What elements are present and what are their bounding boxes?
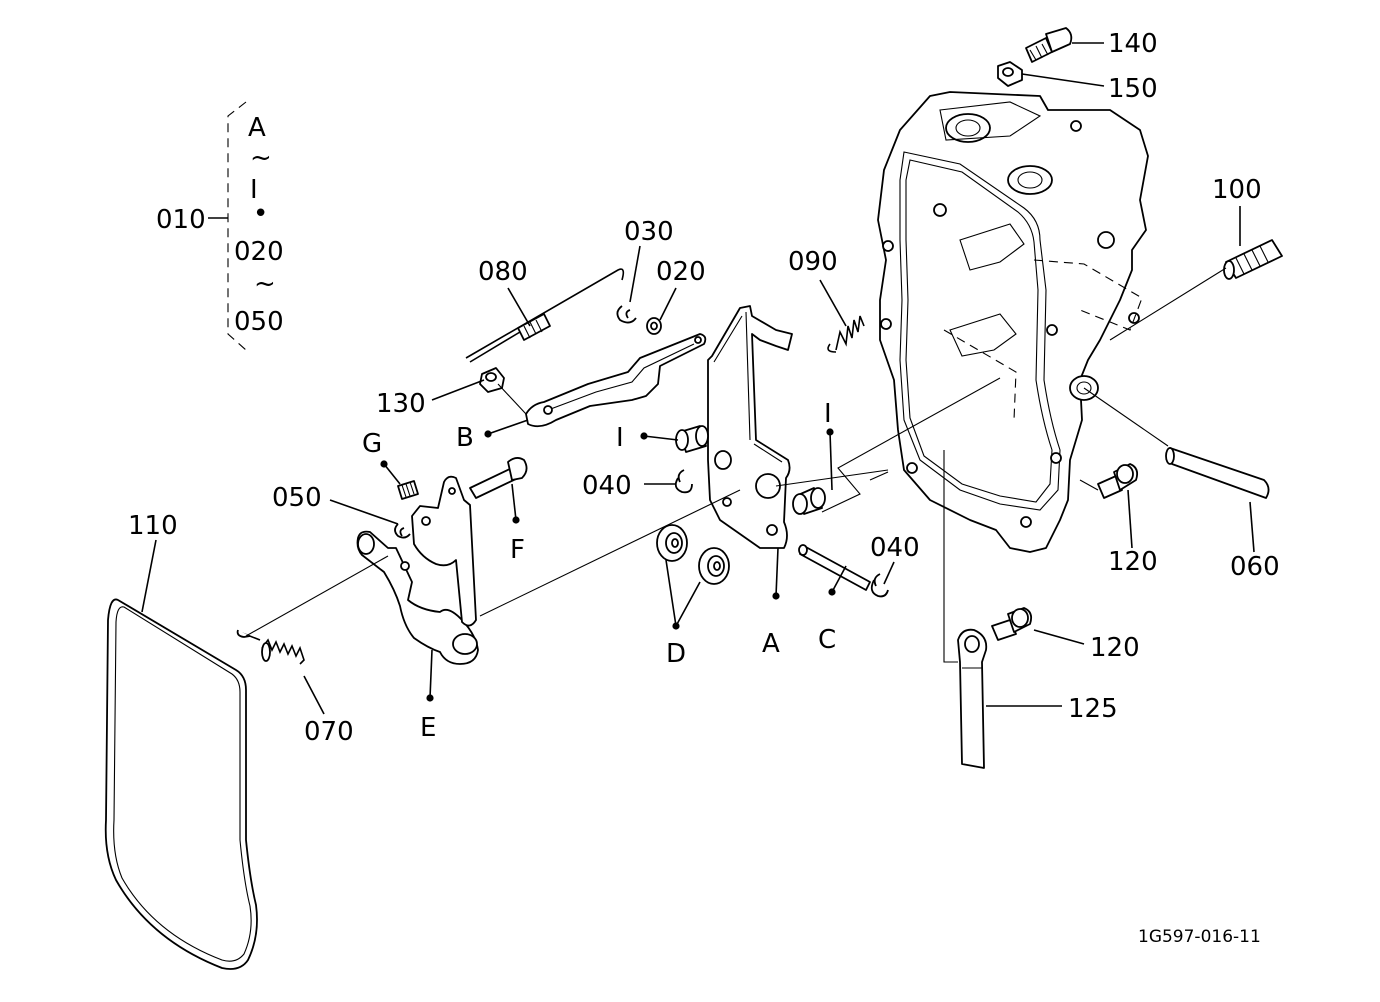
lever-a (707, 305, 793, 549)
label-e: E (420, 713, 436, 743)
bracket-line-a: A (248, 113, 266, 143)
gasket-110 (104, 598, 258, 970)
clip-030 (616, 305, 637, 324)
label-030: 030 (624, 217, 674, 247)
link-b (525, 333, 707, 428)
kit-bracket-010: A ~ I • 020 ~ 050 (208, 101, 284, 351)
bracket-line-dot: • (253, 199, 268, 229)
label-010: 010 (156, 205, 206, 235)
label-040-left: 040 (582, 471, 632, 501)
bushing-i-upper (675, 425, 709, 453)
nut-150 (997, 61, 1023, 87)
spring-g (397, 480, 419, 500)
bracket-line-tilde-2: ~ (254, 269, 276, 299)
bolt-140 (1025, 27, 1073, 63)
label-100: 100 (1212, 175, 1262, 205)
label-120-lower: 120 (1090, 633, 1140, 663)
label-090: 090 (788, 247, 838, 277)
spring-090 (827, 315, 865, 353)
label-120-upper: 120 (1108, 547, 1158, 577)
label-110: 110 (128, 511, 178, 541)
label-d: D (666, 639, 686, 669)
bracket-plate (411, 475, 477, 627)
label-b: B (456, 423, 474, 453)
label-150: 150 (1108, 74, 1158, 104)
label-g: G (362, 429, 382, 459)
lever-e (356, 530, 479, 665)
bolt-120-upper (1097, 463, 1139, 499)
label-125: 125 (1068, 694, 1118, 724)
leader-lines (141, 42, 1255, 715)
label-i-upper: I (616, 423, 624, 453)
drawing-number: 1G597-016-11 (1138, 927, 1261, 947)
label-050: 050 (272, 483, 322, 513)
label-080: 080 (478, 257, 528, 287)
bracket-line-020: 020 (234, 237, 284, 267)
label-i-lower: I (824, 399, 832, 429)
clip-040-right (870, 573, 889, 598)
nut-130 (479, 367, 505, 393)
label-a: A (762, 629, 780, 659)
label-040-right: 040 (870, 533, 920, 563)
label-f: F (510, 535, 525, 565)
part-labels: 010 080 030 020 090 130 B I I G 040 050 … (128, 29, 1280, 947)
stud-100 (1223, 239, 1283, 280)
label-020: 020 (656, 257, 706, 287)
clip-040-left (674, 469, 693, 494)
rod-080 (465, 268, 625, 363)
bearing-d-2 (698, 547, 730, 585)
label-140: 140 (1108, 29, 1158, 59)
washer-020 (646, 317, 662, 335)
pin-f (469, 457, 528, 499)
bushing-i-lower (792, 487, 826, 515)
bracket-line-050: 050 (234, 307, 284, 337)
label-130: 130 (376, 389, 426, 419)
bolt-120-lower (991, 607, 1033, 641)
leader-dots (380, 428, 836, 702)
pin-060 (1165, 447, 1270, 499)
bearing-d-1 (656, 524, 688, 562)
bracket-line-tilde-1: ~ (250, 143, 272, 173)
bracket-line-i: I (250, 175, 258, 205)
label-070: 070 (304, 717, 354, 747)
clip-050 (394, 523, 411, 539)
label-060: 060 (1230, 552, 1280, 582)
pin-c (798, 544, 871, 591)
plate-125 (957, 628, 988, 769)
label-c: C (818, 625, 836, 655)
housing (877, 91, 1149, 553)
